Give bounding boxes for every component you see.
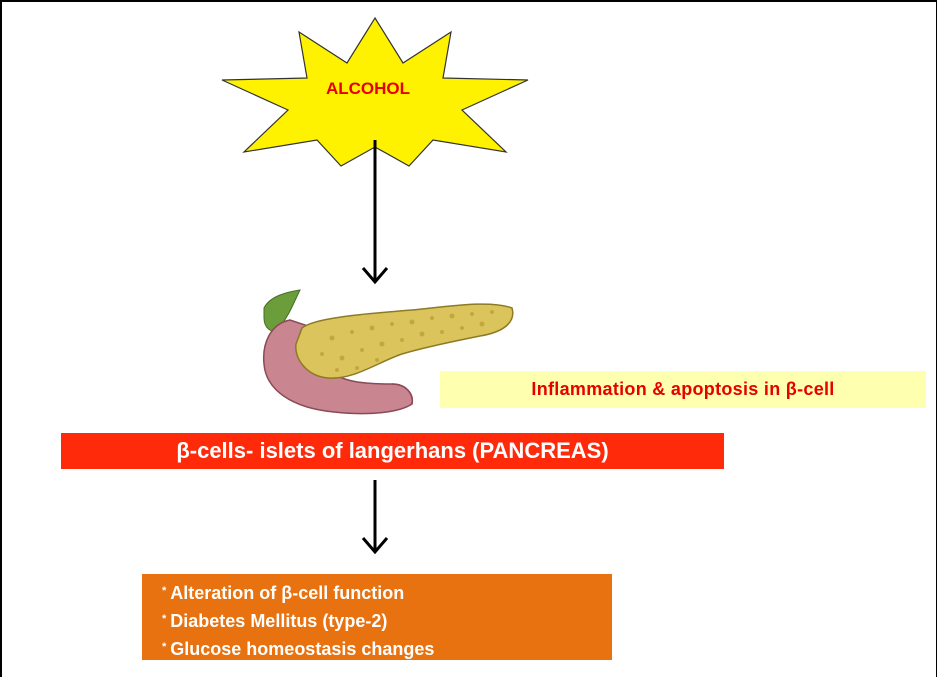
effect-text: Glucose homeostasis changes: [170, 639, 434, 659]
effect-item: * Diabetes Mellitus (type-2): [162, 606, 612, 634]
bullet-icon: *: [162, 585, 166, 597]
arrow-down-icon: [360, 480, 390, 560]
effect-item: * Alteration of β-cell function: [162, 578, 612, 606]
bullet-icon: *: [162, 613, 166, 625]
effects-box: * Alteration of β-cell function * Diabetes…: [142, 574, 612, 660]
inflammation-label: Inflammation & apoptosis in β-cell: [440, 371, 926, 408]
effect-text: Diabetes Mellitus (type-2): [170, 611, 387, 631]
effect-item: * Glucose homeostasis changes: [162, 634, 612, 662]
effect-text: Alteration of β-cell function: [170, 583, 404, 603]
beta-cells-label: β-cells- islets of langerhans (PANCREAS): [61, 433, 724, 469]
arrow-down-icon: [360, 140, 390, 290]
alcohol-label: ALCOHOL: [326, 79, 410, 98]
bullet-icon: *: [162, 641, 166, 653]
